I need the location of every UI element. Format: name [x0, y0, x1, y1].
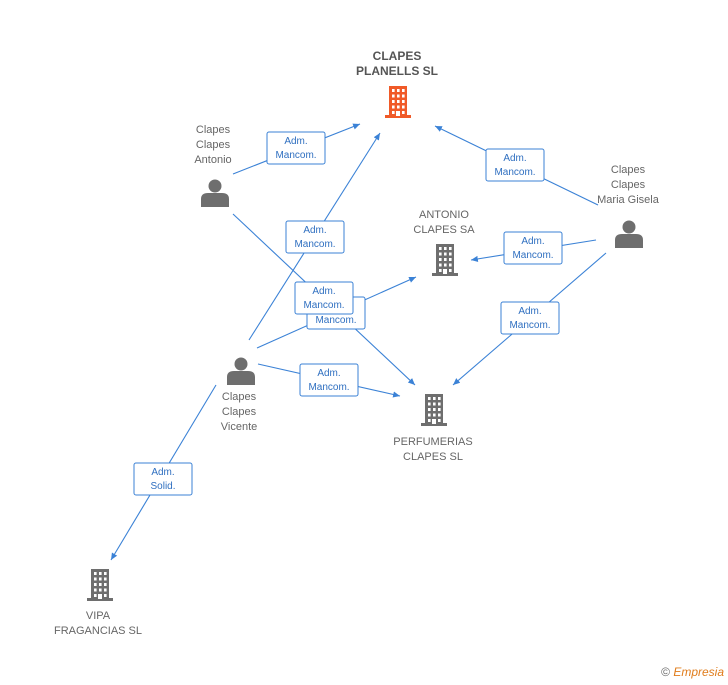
building-icon [432, 244, 458, 276]
edge-label-text: Mancom. [315, 315, 356, 326]
edge-label-box [503, 231, 563, 265]
node-label: Clapes [611, 179, 646, 191]
edge-label-box [266, 131, 326, 165]
edge-label-text: Adm. [312, 286, 335, 297]
node-label: Antonio [194, 154, 231, 166]
edge-label-text: Mancom. [308, 382, 349, 393]
node-label: CLAPES SA [413, 224, 475, 236]
edge-label-clapes_vicente-to-perfumerias[interactable]: Adm. Mancom. [299, 363, 359, 397]
edge-label-box [294, 281, 354, 315]
edge-label-text: Solid. [150, 481, 175, 492]
node-label: PLANELLS SL [356, 64, 438, 78]
node-antonio_clapes_sa[interactable]: ANTONIO CLAPES SA [413, 209, 475, 276]
edge-label-text: Mancom. [509, 320, 550, 331]
edge-label-clapes_maria-to-clapes_planells[interactable]: Adm. Mancom. [485, 148, 545, 182]
edge-label-text: Adm. [303, 225, 326, 236]
edge-label-text: Adm. [317, 368, 340, 379]
node-label: Clapes [196, 139, 231, 151]
edge-label-text: Mancom. [303, 300, 344, 311]
edge-label-text: Mancom. [494, 167, 535, 178]
edge-label-clapes_maria-to-perfumerias[interactable]: Adm. Mancom. [500, 301, 560, 335]
edge-label-box [299, 363, 359, 397]
edge-label-text: Adm. [151, 467, 174, 478]
edge-label-text: Adm. [521, 236, 544, 247]
building-icon [87, 569, 113, 601]
node-label: Clapes [611, 164, 646, 176]
edge-label-text: Mancom. [294, 239, 335, 250]
person-icon [615, 220, 643, 248]
node-perfumerias[interactable]: PERFUMERIAS CLAPES SL [393, 394, 473, 463]
edge-label-clapes_antonio-to-clapes_planells[interactable]: Adm. Mancom. [266, 131, 326, 165]
edge-label-clapes_antonio-to-perfumerias[interactable]: Adm. Mancom. [294, 281, 354, 315]
edge-label-box [285, 220, 345, 254]
edge-label-clapes_vicente-to-vipa[interactable]: Adm. Solid. [133, 462, 193, 496]
edge-label-box [133, 462, 193, 496]
node-label: Clapes [222, 406, 257, 418]
edge-label-clapes_maria-to-antonio_clapes_sa[interactable]: Adm. Mancom. [503, 231, 563, 265]
node-label: Vicente [221, 421, 258, 433]
node-label: VIPA [86, 610, 111, 622]
edge-label-text: Mancom. [512, 250, 553, 261]
building-icon [421, 394, 447, 426]
edge-label-clapes_vicente-to-clapes_planells[interactable]: Adm. Mancom. [285, 220, 345, 254]
person-icon [227, 357, 255, 385]
node-vipa[interactable]: VIPA FRAGANCIAS SL [54, 569, 142, 637]
building-icon [385, 86, 411, 118]
brand-name: Empresia [673, 665, 724, 679]
node-label: CLAPES [373, 49, 422, 63]
copyright-symbol: © [661, 665, 670, 679]
node-label: FRAGANCIAS SL [54, 625, 142, 637]
edge-label-text: Adm. [518, 306, 541, 317]
node-label: ANTONIO [419, 209, 469, 221]
edge-label-box [485, 148, 545, 182]
edge-label-text: Adm. [284, 136, 307, 147]
node-label: PERFUMERIAS [393, 436, 472, 448]
edge-label-text: Mancom. [275, 150, 316, 161]
node-label: CLAPES SL [403, 451, 463, 463]
node-label: Maria Gisela [597, 194, 660, 206]
edge-label-box [500, 301, 560, 335]
node-label: Clapes [196, 124, 231, 136]
edge-label-text: Adm. [503, 153, 526, 164]
node-label: Clapes [222, 391, 257, 403]
person-icon [201, 179, 229, 207]
footer-brand: © Empresia [661, 665, 724, 679]
